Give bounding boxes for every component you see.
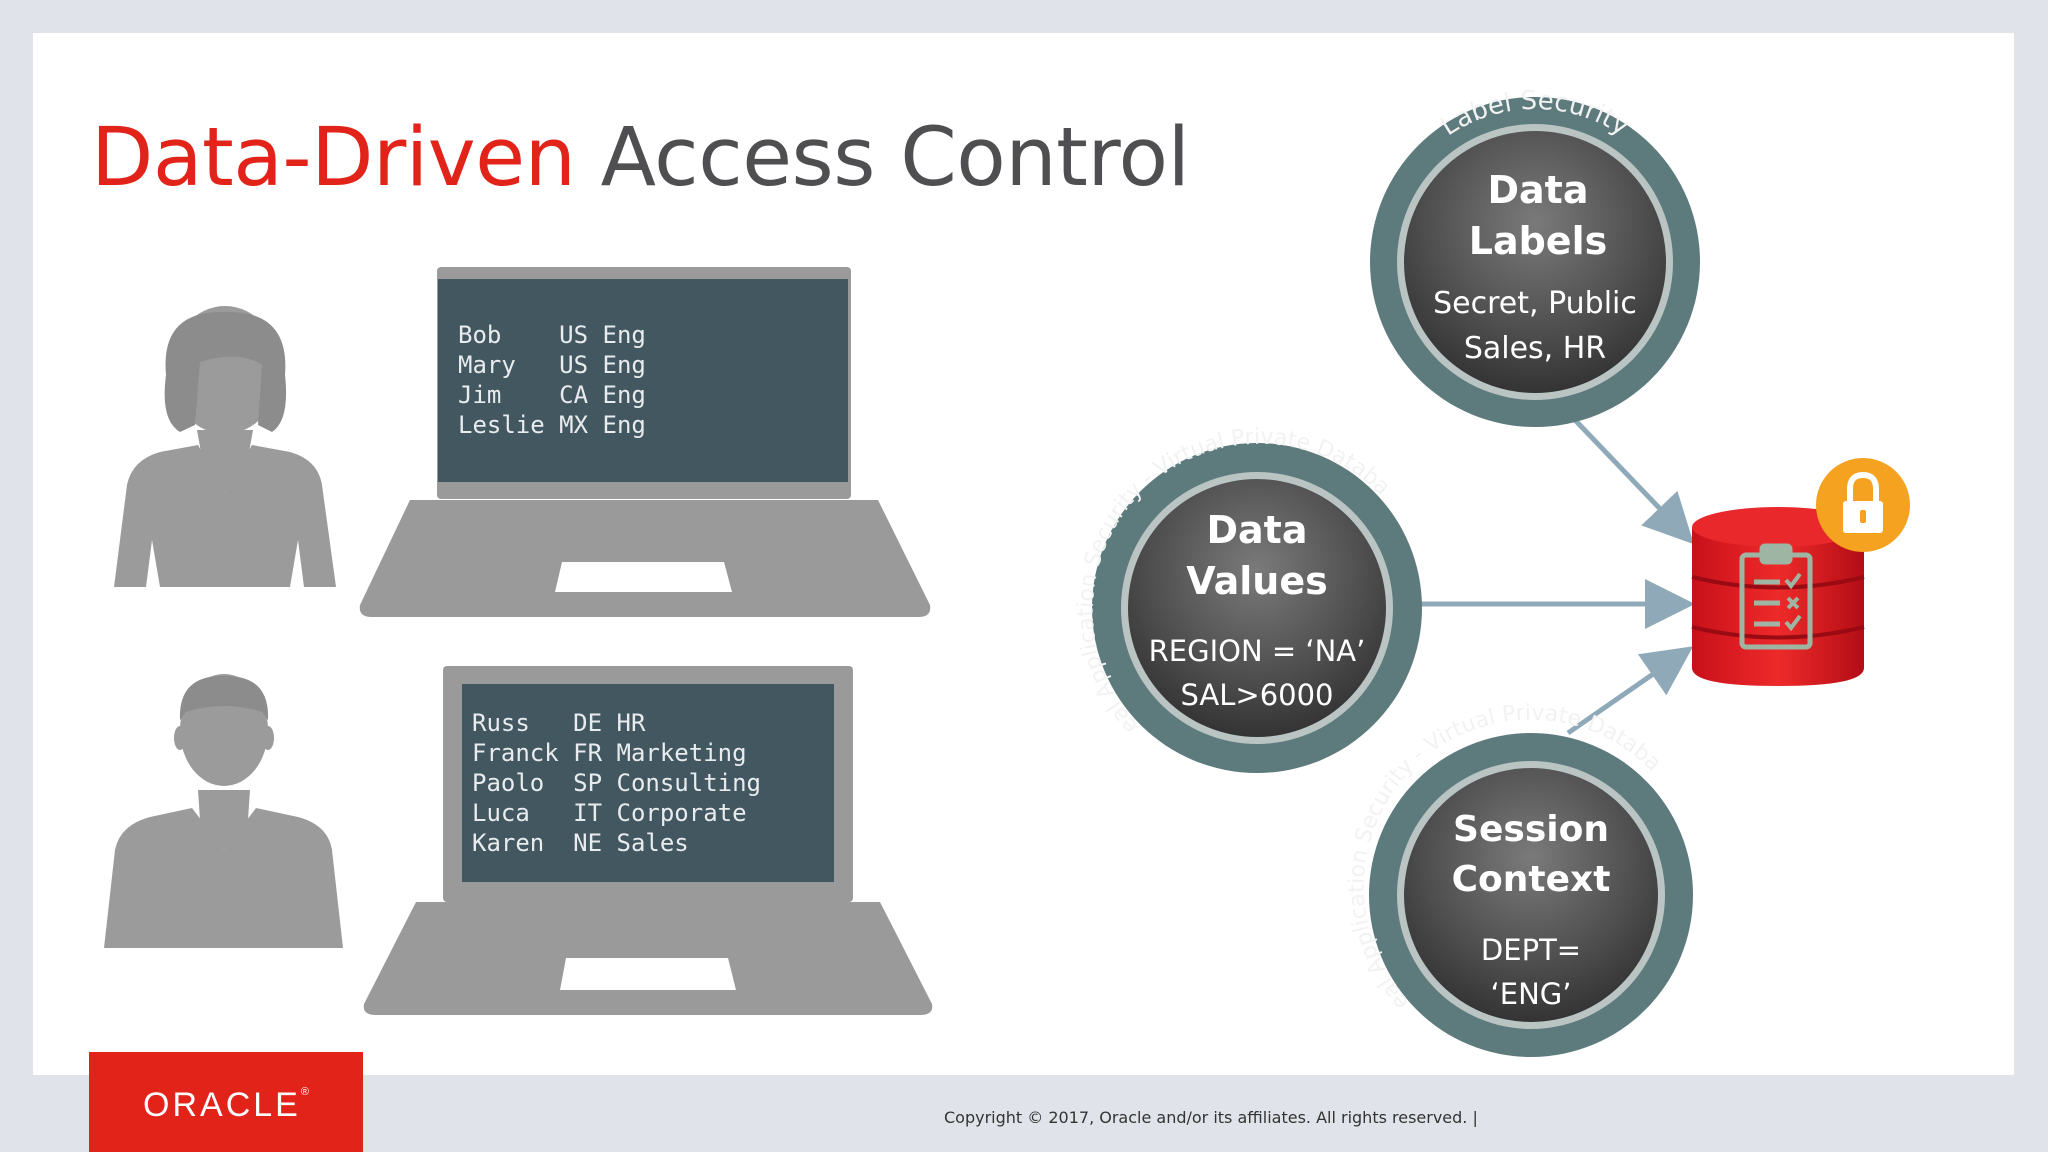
screen-row: Karen NE Sales: [472, 829, 689, 857]
oracle-logo: ORACLE®: [89, 1052, 363, 1152]
data-labels-line-2: Sales, HR: [1464, 331, 1606, 366]
screen-row: Luca IT Corporate: [472, 799, 747, 827]
lock-icon: [1816, 458, 1910, 552]
arrow-session-to-database: [1566, 646, 1694, 736]
laptop-icon: [359, 267, 931, 617]
data-values-title-2: Values: [1186, 559, 1327, 603]
data-labels-title-2: Labels: [1469, 219, 1607, 263]
session-context-line-2: ‘ENG’: [1491, 977, 1572, 1011]
data-values-line-1: REGION = ‘NA’: [1149, 634, 1366, 668]
session-context-title-1: Session: [1453, 809, 1609, 850]
screen-row: Jim CA Eng: [458, 381, 646, 409]
clipboard-checklist-icon: [1739, 543, 1813, 650]
screen-row: Mary US Eng: [458, 351, 646, 379]
session-context-line-1: DEPT=: [1481, 933, 1581, 967]
copyright-text: Copyright © 2017, Oracle and/or its affi…: [944, 1108, 1478, 1127]
screen-row: Paolo SP Consulting: [472, 769, 761, 797]
arrow-labels-to-database: [1573, 418, 1694, 545]
screen-row: Bob US Eng: [458, 321, 646, 349]
woman-user-icon: [114, 306, 336, 587]
data-labels-line-1: Secret, Public: [1433, 286, 1637, 321]
screen-row: Leslie MX Eng: [458, 411, 646, 439]
screen-row: Franck FR Marketing: [472, 739, 747, 767]
data-labels-title-1: Data: [1488, 168, 1589, 212]
oracle-logo-mark: ®: [300, 1086, 309, 1098]
title-rest: Access Control: [575, 111, 1190, 205]
oracle-logo-text: ORACLE: [143, 1086, 301, 1124]
data-labels-circle: Label Security Data Labels Secret, Publi…: [1370, 86, 1700, 427]
database-icon: [1691, 507, 1865, 686]
data-values-title-1: Data: [1207, 508, 1308, 552]
data-values-line-2: SAL>6000: [1180, 678, 1333, 712]
session-context-title-2: Context: [1452, 859, 1611, 900]
title-accent: Data-Driven: [91, 111, 576, 205]
page-title: Data-Driven Access Control: [91, 118, 1190, 199]
man-user-icon: [104, 674, 343, 948]
laptop-icon: [363, 666, 933, 1015]
screen-row: Russ DE HR: [472, 709, 646, 737]
